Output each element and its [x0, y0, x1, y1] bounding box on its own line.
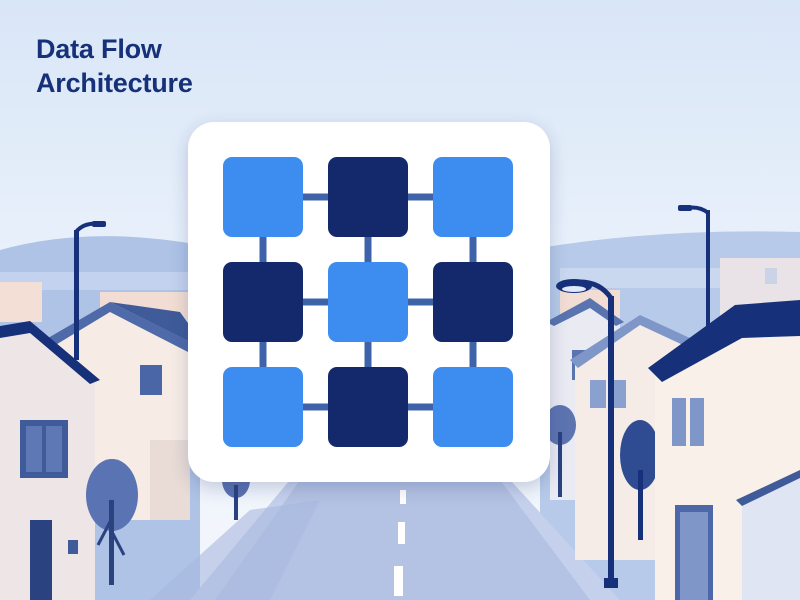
connector-vertical	[469, 235, 477, 264]
grid-node-light	[433, 157, 513, 237]
grid-node-light	[223, 367, 303, 447]
grid-node-dark	[328, 157, 408, 237]
grid-node-dark	[433, 262, 513, 342]
grid-node-dark	[328, 367, 408, 447]
page-title: Data Flow Architecture	[36, 32, 193, 100]
connector-vertical	[259, 340, 267, 369]
title-line-2: Architecture	[36, 68, 193, 98]
connector-vertical	[364, 235, 372, 264]
connector-horizontal	[301, 403, 330, 411]
grid-network-icon	[223, 157, 513, 447]
connector-vertical	[259, 235, 267, 264]
grid-node-light	[223, 157, 303, 237]
connector-horizontal	[406, 193, 435, 201]
grid-node-dark	[223, 262, 303, 342]
title-line-1: Data Flow	[36, 34, 162, 64]
connector-horizontal	[301, 298, 330, 306]
connector-horizontal	[301, 193, 330, 201]
app-icon-card	[188, 122, 550, 482]
connector-horizontal	[406, 298, 435, 306]
connector-horizontal	[406, 403, 435, 411]
grid-node-light	[433, 367, 513, 447]
connector-vertical	[469, 340, 477, 369]
grid-node-light	[328, 262, 408, 342]
connector-vertical	[364, 340, 372, 369]
